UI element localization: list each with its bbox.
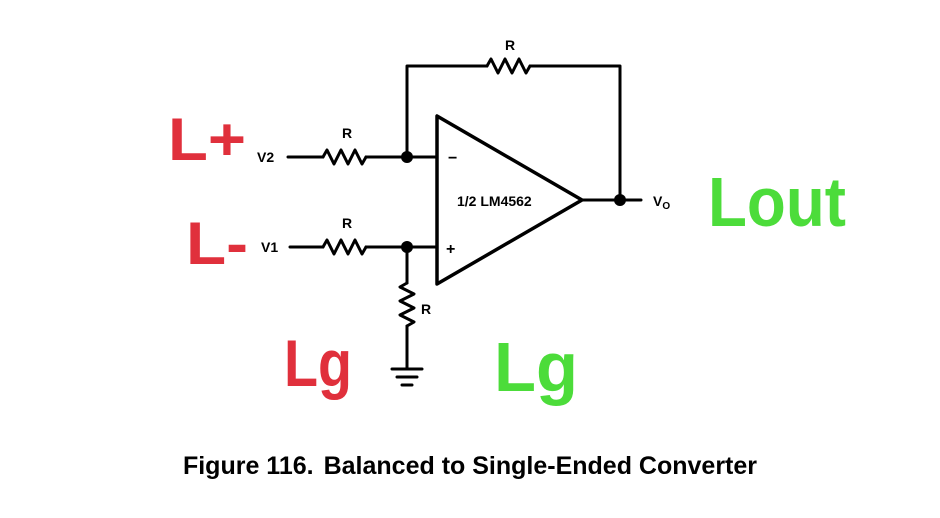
output-label-subscript: O [662,201,670,212]
input-resistor-v1 [321,238,368,256]
figure-number: Figure 116. [182,452,314,480]
figure-title: Balanced to Single-Ended Converter [323,452,758,480]
input-resistor-v2 [321,148,368,166]
annotation-l-minus: L- [186,210,248,277]
annotation-lout: Lout [708,163,846,241]
junction-dot [401,151,413,163]
shunt-resistor [398,281,416,328]
annotation-lg-left: Lg [284,326,352,400]
output-label-vo: VO [653,193,670,212]
resistor-label-v2: R [342,125,352,141]
annotation-l-plus: L+ [168,106,246,173]
resistor-label-feedback: R [505,37,515,53]
annotation-lg-right: Lg [494,328,578,406]
feedback-wire [405,64,489,159]
resistor-label-v1: R [342,215,352,231]
output-label-v: V [653,193,663,209]
junction-dot [614,194,626,206]
feedback-resistor [485,57,532,75]
noninverting-sign: + [446,241,455,258]
figure-caption: Figure 116. Balanced to Single-Ended Conv… [0,452,940,481]
opamp-label: 1/2 LM4562 [457,193,532,209]
ground-icon [390,367,424,387]
resistor-label-shunt: R [421,301,431,317]
junction-dot [401,241,413,253]
feedback-wire-right [528,64,622,202]
inverting-sign: − [448,150,457,167]
opamp-triangle [435,114,584,286]
input-label-v1: V1 [261,239,278,255]
input-label-v2: V2 [257,149,274,165]
